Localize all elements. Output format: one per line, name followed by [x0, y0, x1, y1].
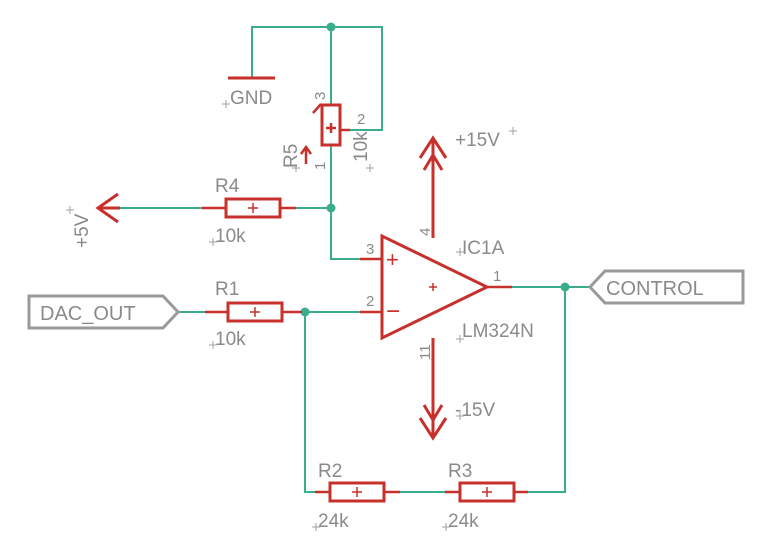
plus15-label: +15V — [455, 130, 500, 151]
r4-value: 10k — [215, 226, 246, 247]
r5-pin2: 2 — [357, 111, 365, 128]
minus15-arrow-inner — [422, 404, 444, 423]
r1-body — [226, 301, 284, 323]
opamp-pin-noninv: 3 — [366, 241, 374, 258]
gnd-label: GND — [230, 88, 272, 109]
opamp-pin-vplus: 4 — [417, 228, 434, 236]
junction-top — [326, 22, 336, 32]
wires — [99, 26, 591, 493]
opamp-ic1a: + − 3 2 1 4 11 IC1A LM324N — [360, 228, 534, 360]
opamp-pin-out: 1 — [493, 268, 501, 285]
r3-value: 24k — [448, 511, 479, 532]
r5-body — [320, 103, 342, 147]
r2-name: R2 — [318, 461, 342, 482]
supply-plus15: +15V — [418, 127, 517, 238]
resistor-r4: R4 10k — [202, 176, 296, 247]
port-control: CONTROL — [587, 269, 745, 305]
junction-output — [560, 282, 570, 292]
r5-pin1: 1 — [312, 162, 329, 170]
minus15-label: -15V — [455, 400, 495, 421]
r2-body — [328, 481, 386, 503]
plus15-arrow-outer — [418, 135, 448, 159]
r5-pin3: 3 — [312, 92, 329, 100]
plus5-arrow — [95, 192, 119, 224]
dac-out-label: DAC_OUT — [40, 303, 136, 325]
wire-feedback-right — [519, 286, 566, 493]
control-flag — [587, 269, 745, 305]
gnd-symbol: GND — [222, 76, 275, 109]
opamp-part: LM324N — [462, 321, 534, 342]
supply-plus5: +5V — [66, 192, 120, 248]
supply-minus15: -15V — [418, 338, 495, 441]
r5-value: 10k — [351, 131, 372, 162]
potentiometer-r5: 3 2 1 R5 10k — [281, 92, 374, 172]
opamp-pin-inv: 2 — [366, 293, 374, 310]
plus5-label: +5V — [72, 213, 93, 248]
r5-name: R5 — [281, 144, 302, 168]
wire-gnd-top — [251, 26, 383, 131]
control-label: CONTROL — [606, 278, 704, 300]
r2-value: 24k — [318, 511, 349, 532]
r3-name: R3 — [448, 461, 472, 482]
opamp-plus-sign: + — [386, 247, 399, 272]
opamp-body — [380, 233, 491, 341]
resistor-r1: R1 10k — [205, 279, 302, 350]
r5-adjust-arrowhead — [299, 144, 313, 155]
r3-body — [458, 481, 516, 503]
r1-name: R1 — [215, 279, 239, 300]
plus15-arrow-inner — [422, 152, 444, 171]
r5-wiper-tick — [312, 103, 322, 114]
junction-r4 — [326, 203, 336, 213]
r1-value: 10k — [215, 329, 246, 350]
dac-out-flag — [27, 294, 181, 330]
r4-body — [224, 197, 282, 219]
resistor-r3: R3 24k — [442, 461, 528, 532]
r4-name: R4 — [215, 176, 240, 197]
resistor-r2: R2 24k — [312, 461, 400, 532]
junctions — [300, 22, 570, 317]
opamp-pin-vminus: 11 — [417, 344, 434, 360]
port-dac-out: DAC_OUT — [27, 294, 181, 330]
junction-inv — [300, 307, 310, 317]
opamp-minus-sign: − — [386, 298, 400, 325]
minus15-arrow-outer — [418, 417, 448, 441]
opamp-name: IC1A — [462, 238, 505, 259]
